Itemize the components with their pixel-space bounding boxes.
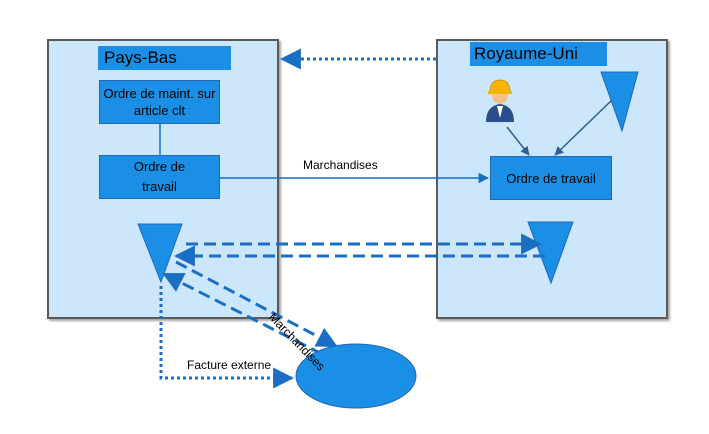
dashed-arrow-to-customer [175,260,338,348]
region-title-royaume-uni-text: Royaume-Uni [474,44,578,63]
work-order-left-text: Ordre de travail [133,159,186,194]
storage-triangle-right-top [600,71,639,133]
work-order-right-box: Ordre de travail [490,156,612,200]
maintenance-order-text: Ordre de maint. sur article clt [103,86,216,118]
region-title-pays-bas-text: Pays-Bas [104,48,177,67]
dashed-arrow-from-customer [162,272,323,356]
work-order-left-box: Ordre de travail [99,155,220,199]
triangle-to-work-order-arrow [554,99,613,156]
storage-triangle-left [137,223,183,284]
maintenance-order-box: Ordre de maint. sur article clt [99,80,220,124]
region-title-royaume-uni: Royaume-Uni [470,42,607,66]
dotted-invoice-path [159,286,295,389]
region-title-pays-bas: Pays-Bas [98,46,231,70]
storage-triangle-right-bottom [527,221,574,285]
work-order-right-text: Ordre de travail [506,170,596,186]
goods-label-horizontal: Marchandises [303,158,378,172]
worker-to-work-order-arrow [506,126,530,156]
customer-ellipse [295,343,417,409]
external-invoice-label: Facture externe [187,358,272,372]
worker-icon [486,79,514,122]
